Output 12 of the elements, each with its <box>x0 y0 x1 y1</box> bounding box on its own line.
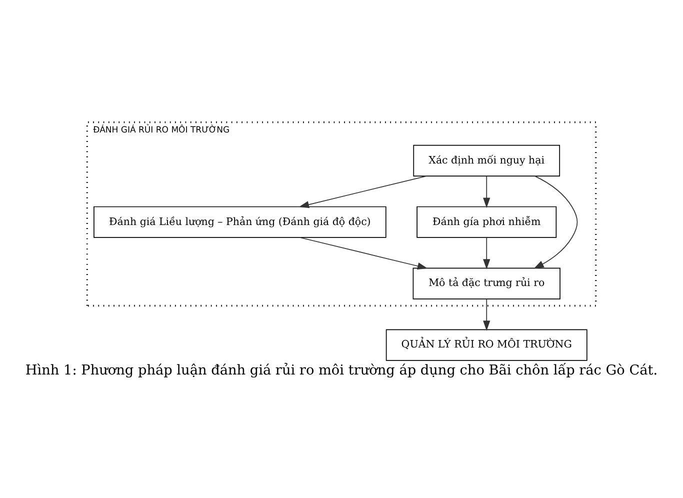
node-box: Mô tả đặc trưng rủi ro <box>412 268 560 300</box>
node-box: Đánh gía phơi nhiễm <box>416 206 557 238</box>
arrow <box>483 176 490 208</box>
arrow <box>300 237 428 270</box>
node-box: Đánh giá Liều lượng – Phản ứng (Đánh giá độ độc) <box>94 206 386 238</box>
caption: Hình 1: Phương pháp luận đánh giá rủi ro môi trường áp dụng cho Bãi chôn lấp rác Gò Cát. <box>25 362 658 379</box>
arrow <box>483 237 490 270</box>
node-box: QUẢN LÝ RỦI RO MÔI TRƯỜNG <box>386 329 588 361</box>
arrow <box>298 176 427 208</box>
arrow <box>483 298 490 331</box>
arrow <box>534 176 578 269</box>
node-box: Xác định mối nguy hại <box>413 144 560 176</box>
